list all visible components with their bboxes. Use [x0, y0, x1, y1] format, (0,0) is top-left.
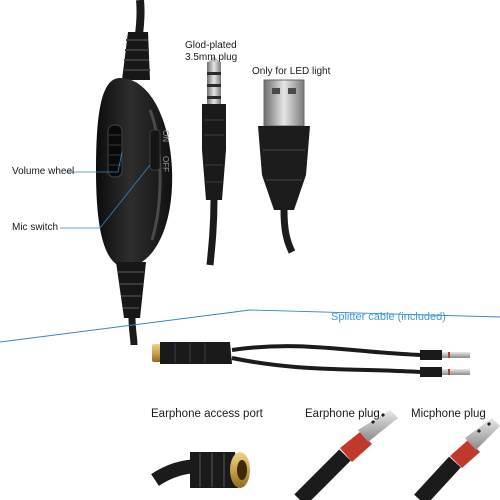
- callout-lines: [60, 151, 151, 229]
- earphone-access-port: [151, 452, 250, 488]
- remote-body-highlight: [148, 109, 162, 241]
- led-label: Only for LED light: [252, 66, 331, 77]
- remote-strain-relief-bottom: [116, 262, 146, 318]
- splitter-label: Splitter cable (included): [331, 311, 446, 323]
- volume-wheel-label: Volume wheel: [12, 166, 75, 177]
- mic-switch: [149, 129, 161, 171]
- switch-on-label: ON: [161, 130, 170, 142]
- usb-plug: [258, 79, 310, 254]
- section-divider: [0, 309, 500, 343]
- splitter-cable: [152, 342, 470, 377]
- volume-wheel: [107, 124, 123, 178]
- remote-cable-bottom: [128, 317, 138, 346]
- switch-off-label: OFF: [161, 156, 170, 172]
- earphone-plug-label: Earphone plug: [305, 408, 380, 420]
- micphone-plug-label: Micphone plug: [411, 408, 486, 420]
- plug-label-line1: Glod-plated: [185, 40, 237, 51]
- plug-label-line2: 3.5mm plug: [185, 52, 238, 63]
- audio-plug-35mm: [202, 56, 226, 266]
- strain-relief-ridges-top: [123, 39, 150, 71]
- inline-remote: [96, 0, 173, 346]
- earphone-plug-closeup: [294, 410, 398, 500]
- strain-relief-ridges-bottom: [118, 271, 144, 309]
- mic-switch-label: Mic switch: [12, 222, 59, 233]
- earphone-port-label: Earphone access port: [151, 408, 263, 420]
- micphone-plug-closeup: [414, 418, 500, 500]
- remote-strain-relief-top: [122, 32, 150, 80]
